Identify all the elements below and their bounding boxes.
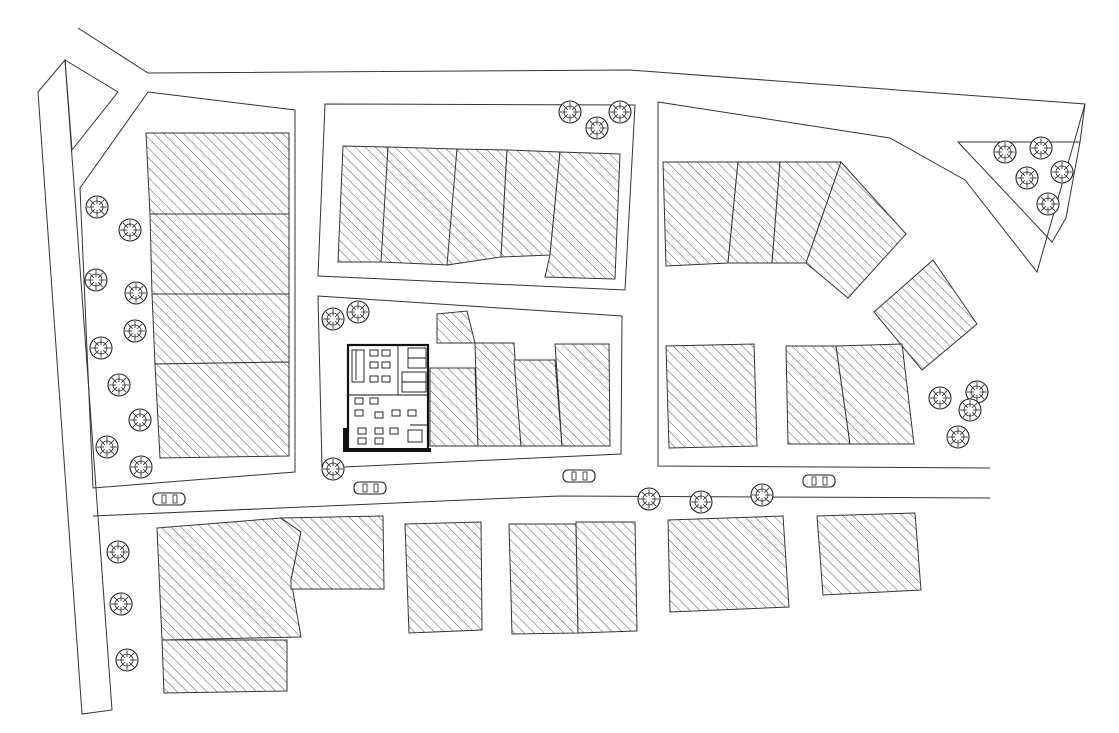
- plan-table: [374, 427, 384, 435]
- building: [156, 517, 302, 641]
- building: [554, 343, 611, 447]
- plan-table: [374, 411, 384, 419]
- car-icon: [353, 481, 387, 495]
- tree-icon: [115, 648, 139, 672]
- buildings: [145, 132, 978, 694]
- tree-icon: [993, 140, 1017, 164]
- top-road-edge: [77, 27, 1086, 143]
- tree-icon: [958, 398, 982, 422]
- tree-icon: [129, 455, 153, 479]
- tree-icon: [946, 425, 970, 449]
- plan-table: [381, 361, 391, 369]
- plan-table: [381, 375, 391, 383]
- tree-icon: [124, 281, 148, 305]
- road-outlines: [37, 27, 1086, 715]
- corner-island: [64, 59, 119, 152]
- building: [380, 146, 458, 266]
- plan-table: [369, 349, 379, 357]
- block-lower-middle: [317, 295, 623, 469]
- left-road-strip: [37, 58, 113, 715]
- building: [667, 515, 790, 613]
- plan-table: [369, 375, 379, 383]
- trees: [84, 100, 1074, 672]
- building: [575, 521, 638, 634]
- block-left: [79, 91, 296, 489]
- cars: [152, 469, 836, 506]
- plan-table: [369, 361, 379, 369]
- plan-table: [381, 349, 391, 357]
- tree-icon: [85, 195, 109, 219]
- tree-icon: [750, 483, 774, 507]
- building: [404, 521, 483, 634]
- building: [835, 343, 915, 445]
- plan-table: [354, 409, 364, 417]
- tree-icon: [637, 487, 661, 511]
- building: [508, 523, 579, 635]
- tree-icon: [928, 386, 952, 410]
- tree-icon: [321, 457, 345, 481]
- building: [446, 148, 508, 266]
- triangle-island: [956, 141, 1081, 243]
- building: [474, 342, 522, 447]
- tree-icon: [95, 435, 119, 459]
- tree-icon: [585, 116, 609, 140]
- tree-icon: [965, 380, 989, 404]
- tree-icon: [84, 268, 108, 292]
- building: [513, 359, 563, 447]
- building: [805, 161, 907, 299]
- building: [161, 639, 288, 694]
- plan-table: [369, 397, 379, 405]
- car-icon: [802, 474, 836, 488]
- plan-table: [407, 429, 423, 443]
- building: [662, 161, 739, 267]
- plan-table: [391, 409, 401, 417]
- block-right-top: [657, 101, 1086, 274]
- tree-icon: [689, 490, 713, 514]
- building: [816, 512, 922, 596]
- bottom-road-edge: [92, 495, 991, 517]
- tree-icon: [1015, 166, 1039, 190]
- tree-icon: [106, 540, 130, 564]
- tree-icon: [107, 373, 131, 397]
- tree-icon: [123, 319, 147, 343]
- tree-icon: [321, 307, 345, 331]
- plan-table: [357, 437, 367, 445]
- building: [145, 132, 290, 215]
- building: [279, 515, 385, 590]
- plan-table: [357, 427, 367, 435]
- building: [149, 213, 290, 295]
- building: [873, 259, 978, 371]
- tree-icon: [608, 100, 632, 124]
- plan-table: [407, 409, 417, 417]
- building: [665, 343, 758, 449]
- plan-table: [374, 437, 384, 445]
- tree-icon: [1036, 192, 1060, 216]
- tree-icon: [118, 218, 142, 242]
- plan-bar: [351, 349, 365, 383]
- tree-icon: [109, 592, 133, 616]
- tree-icon: [1029, 136, 1053, 160]
- plan-entrance-wall: [343, 428, 349, 452]
- tree-icon: [346, 300, 370, 324]
- building: [544, 151, 621, 280]
- car-icon: [152, 492, 186, 506]
- tree-icon: [558, 100, 582, 124]
- tree-icon: [128, 408, 152, 432]
- tree-icon: [1050, 160, 1074, 184]
- plan-table: [354, 397, 364, 405]
- building: [429, 367, 479, 447]
- building: [337, 145, 389, 263]
- plan-facade-wall: [343, 448, 431, 452]
- tree-icon: [89, 336, 113, 360]
- car-icon: [562, 469, 596, 483]
- building: [154, 361, 290, 459]
- block-upper-middle: [317, 103, 636, 291]
- restaurant-floor-plan: [343, 343, 431, 452]
- plan-table: [389, 427, 399, 435]
- building: [151, 293, 290, 365]
- block-right: [657, 102, 991, 469]
- building: [436, 310, 476, 344]
